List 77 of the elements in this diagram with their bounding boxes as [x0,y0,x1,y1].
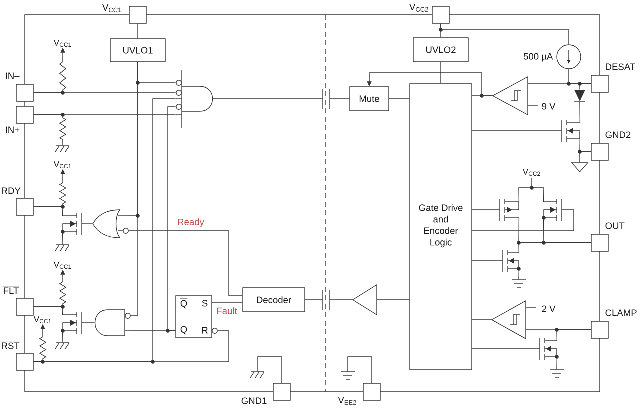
wire [440,62,442,84]
wire [128,230,243,296]
wire [330,98,350,100]
wire [212,302,243,304]
wire [348,356,372,384]
wire [168,106,176,332]
wire [440,24,570,46]
wire [212,98,324,100]
transistor-symbol [61,312,82,334]
ground-symbol [550,370,564,378]
wire [472,130,562,132]
wire [556,356,558,370]
function-block: UVLO2 [413,38,469,62]
ground-symbol [55,146,70,152]
transistor-symbol [542,198,562,222]
and-gate [94,310,132,336]
ground-symbol [55,244,70,252]
wire [518,242,592,254]
wire [130,62,138,316]
wire [580,101,581,124]
transistor-symbol [562,120,580,142]
wire [472,348,540,350]
pin-label: FLT [3,286,20,294]
signal-label: Fault [216,306,238,316]
pin-label: IN– [6,72,20,80]
reference-label: 2 V [542,306,556,312]
reference-label: 9 V [542,103,556,110]
pin-label: OUT [606,222,625,230]
function-block: UVLO1 [110,38,166,62]
wire [580,84,592,90]
signal-label: Ready [176,218,206,228]
function-block: Decoder [242,288,306,312]
pull-down-resistor [34,114,67,146]
wire [258,356,282,384]
wire [82,322,96,324]
pin-label: RST [1,341,20,350]
or-gate [92,210,130,238]
wire [389,98,410,100]
pin-label: RDY [2,188,21,194]
ground-symbol [250,372,265,378]
supply-label: V$_{CC1}$ [34,316,52,324]
ground-symbol [512,280,526,288]
wire [580,152,592,164]
wire [518,268,520,280]
pin-label: DESAT [606,64,636,70]
pin-label: GND1 [242,398,267,404]
transistor-symbol [61,212,82,236]
function-block: Mute [350,86,390,112]
supply-label: V$_{CC1}$ [54,40,72,48]
supply-label: V$_{CC2}$ [522,168,540,176]
wire [472,260,504,262]
capacitor-symbol [322,290,330,310]
flip-flop-box: Q S Q R [176,296,218,338]
capacitor-symbol [322,88,330,110]
supply-label: V$_{CC1}$ [54,262,72,270]
wire [472,210,574,232]
pin-label: V$_{CC2}$ [410,4,428,12]
pin-label: CLAMP [606,310,637,316]
pin-label: IN+ [6,126,20,134]
ground-symbol [55,342,70,350]
and-gate [176,70,214,128]
logic-block: Gate Drive and Encoder Logic [410,84,472,370]
wire [518,188,544,202]
pin-label: GND2 [606,132,631,138]
ground-symbol [340,372,356,380]
wire [62,330,64,344]
pin-label: V$_{EE2}$ [338,397,356,405]
wire [62,232,64,246]
transistor-symbol [540,338,559,360]
supply-label: V$_{CC1}$ [54,161,72,169]
transistor-symbol [502,250,521,272]
current-label: 500 µA [524,53,554,62]
transistor-symbol [500,198,520,222]
wire [556,330,592,342]
pin-label: V$_{CC1}$ [102,4,122,12]
arrow [367,72,494,96]
diode-symbol [574,90,586,102]
